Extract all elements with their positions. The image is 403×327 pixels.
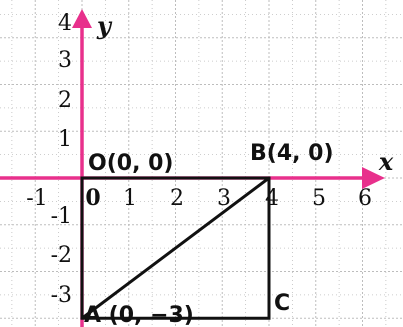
- x-tick-label: 4: [265, 186, 279, 211]
- x-axis-arrow-icon: [362, 167, 385, 189]
- y-tick-label: -2: [51, 243, 72, 268]
- x-tick-label: -1: [26, 186, 47, 211]
- y-axis-arrow-icon: [72, 9, 92, 28]
- rectangle-shape: [80, 176, 271, 320]
- y-axis-label: y: [96, 11, 113, 40]
- x-axis-label: x: [378, 147, 394, 176]
- x-tick-label: 5: [312, 186, 326, 211]
- diagonal-ab: [81, 176, 270, 320]
- x-tick-label: 1: [123, 186, 137, 211]
- point-label-o: O(0, 0): [88, 151, 173, 176]
- y-tick-label: -3: [51, 283, 72, 308]
- point-label-c: C: [274, 291, 290, 316]
- y-tick-label: -1: [51, 204, 72, 229]
- y-tick-label: 2: [58, 88, 72, 113]
- y-tick-label: 4: [58, 11, 72, 36]
- rectangle-obca: [80, 176, 271, 320]
- x-tick-label: 3: [217, 186, 231, 211]
- point-label-a: A (0, −3): [84, 303, 194, 327]
- x-tick-label: 0: [85, 185, 100, 211]
- x-tick-label: 6: [358, 186, 372, 211]
- y-tick-label: 1: [58, 127, 72, 152]
- point-label-b: B(4, 0): [250, 141, 334, 166]
- x-tick-label: 2: [170, 186, 184, 211]
- y-tick-label: 3: [58, 48, 72, 73]
